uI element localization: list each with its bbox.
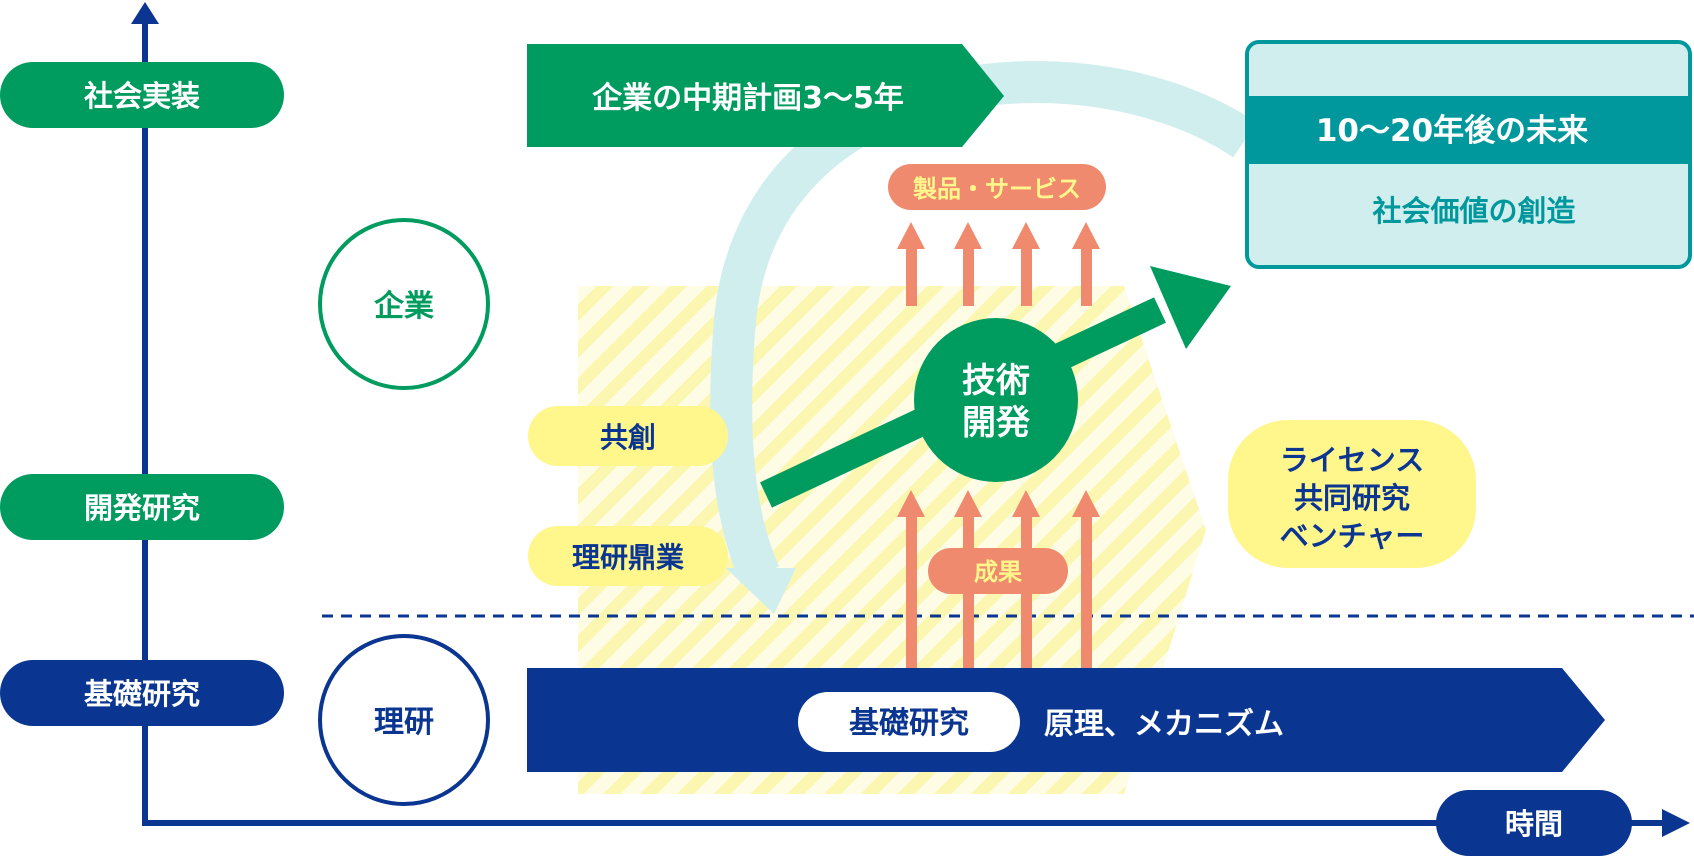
- upper-arrow-3: [1012, 222, 1040, 306]
- upper-salmon-arrows: [897, 222, 1100, 306]
- level-basic-label: 基礎研究: [0, 660, 284, 726]
- company-text: 企業: [374, 289, 434, 324]
- company-circle: 企業: [318, 218, 490, 390]
- riken-venture-text: 理研鼎業: [572, 541, 684, 574]
- products-services-pill: 製品・サービス: [888, 164, 1106, 210]
- outcomes-line2: 共同研究: [1294, 481, 1410, 515]
- tech-dev-circle: 技術 開発: [914, 318, 1078, 482]
- company-plan-arrow: 企業の中期計画3〜5年: [527, 44, 1004, 147]
- outcomes-line3: ベンチャー: [1280, 519, 1425, 553]
- feedback-curve-arrow: [710, 61, 1257, 614]
- lower-arrow-4: [1072, 490, 1100, 668]
- basic-research-badge-text: 基礎研究: [849, 706, 969, 741]
- results-text: 成果: [974, 558, 1022, 586]
- tech-dev-arrowhead-icon: [1150, 266, 1231, 349]
- basic-research-bar: 基礎研究 原理、メカニズム: [527, 668, 1605, 772]
- cocreation-pill: 共創: [528, 406, 728, 466]
- vertical-axis-arrow-icon: [131, 2, 159, 24]
- outcomes-pill: ライセンス 共同研究 ベンチャー: [1228, 420, 1476, 568]
- time-label: 時間: [1436, 790, 1632, 856]
- level-social-label: 社会実装: [0, 62, 284, 128]
- level-basic-text: 基礎研究: [84, 677, 200, 711]
- upper-arrow-1: [897, 222, 925, 306]
- riken-venture-pill: 理研鼎業: [528, 526, 728, 586]
- riken-text: 理研: [374, 705, 434, 740]
- lower-arrow-1: [897, 490, 925, 668]
- feedback-curve-arrowhead-icon: [726, 568, 796, 614]
- products-services-text: 製品・サービス: [913, 175, 1081, 203]
- future-title: 10〜20年後の未来: [1316, 113, 1588, 149]
- outcomes-line1: ライセンス: [1280, 443, 1424, 477]
- upper-arrow-4: [1072, 222, 1100, 306]
- level-social-text: 社会実装: [84, 79, 200, 113]
- basic-research-badge: [798, 692, 1020, 752]
- future-box: 10〜20年後の未来 社会価値の創造: [1245, 40, 1692, 269]
- tech-dev-line2: 開発: [962, 403, 1031, 443]
- time-text: 時間: [1505, 807, 1563, 841]
- level-applied-label: 開発研究: [0, 474, 284, 540]
- basic-research-desc: 原理、メカニズム: [1044, 707, 1284, 742]
- riken-circle: 理研: [318, 634, 490, 806]
- results-pill: 成果: [928, 548, 1068, 594]
- upper-arrow-2: [954, 222, 982, 306]
- horizontal-axis-arrow-icon: [1662, 809, 1690, 837]
- level-applied-text: 開発研究: [84, 491, 200, 525]
- company-plan-text: 企業の中期計画3〜5年: [592, 81, 904, 116]
- cocreation-text: 共創: [600, 421, 656, 454]
- tech-dev-line1: 技術: [962, 361, 1030, 401]
- future-subtitle: 社会価値の創造: [1372, 194, 1575, 228]
